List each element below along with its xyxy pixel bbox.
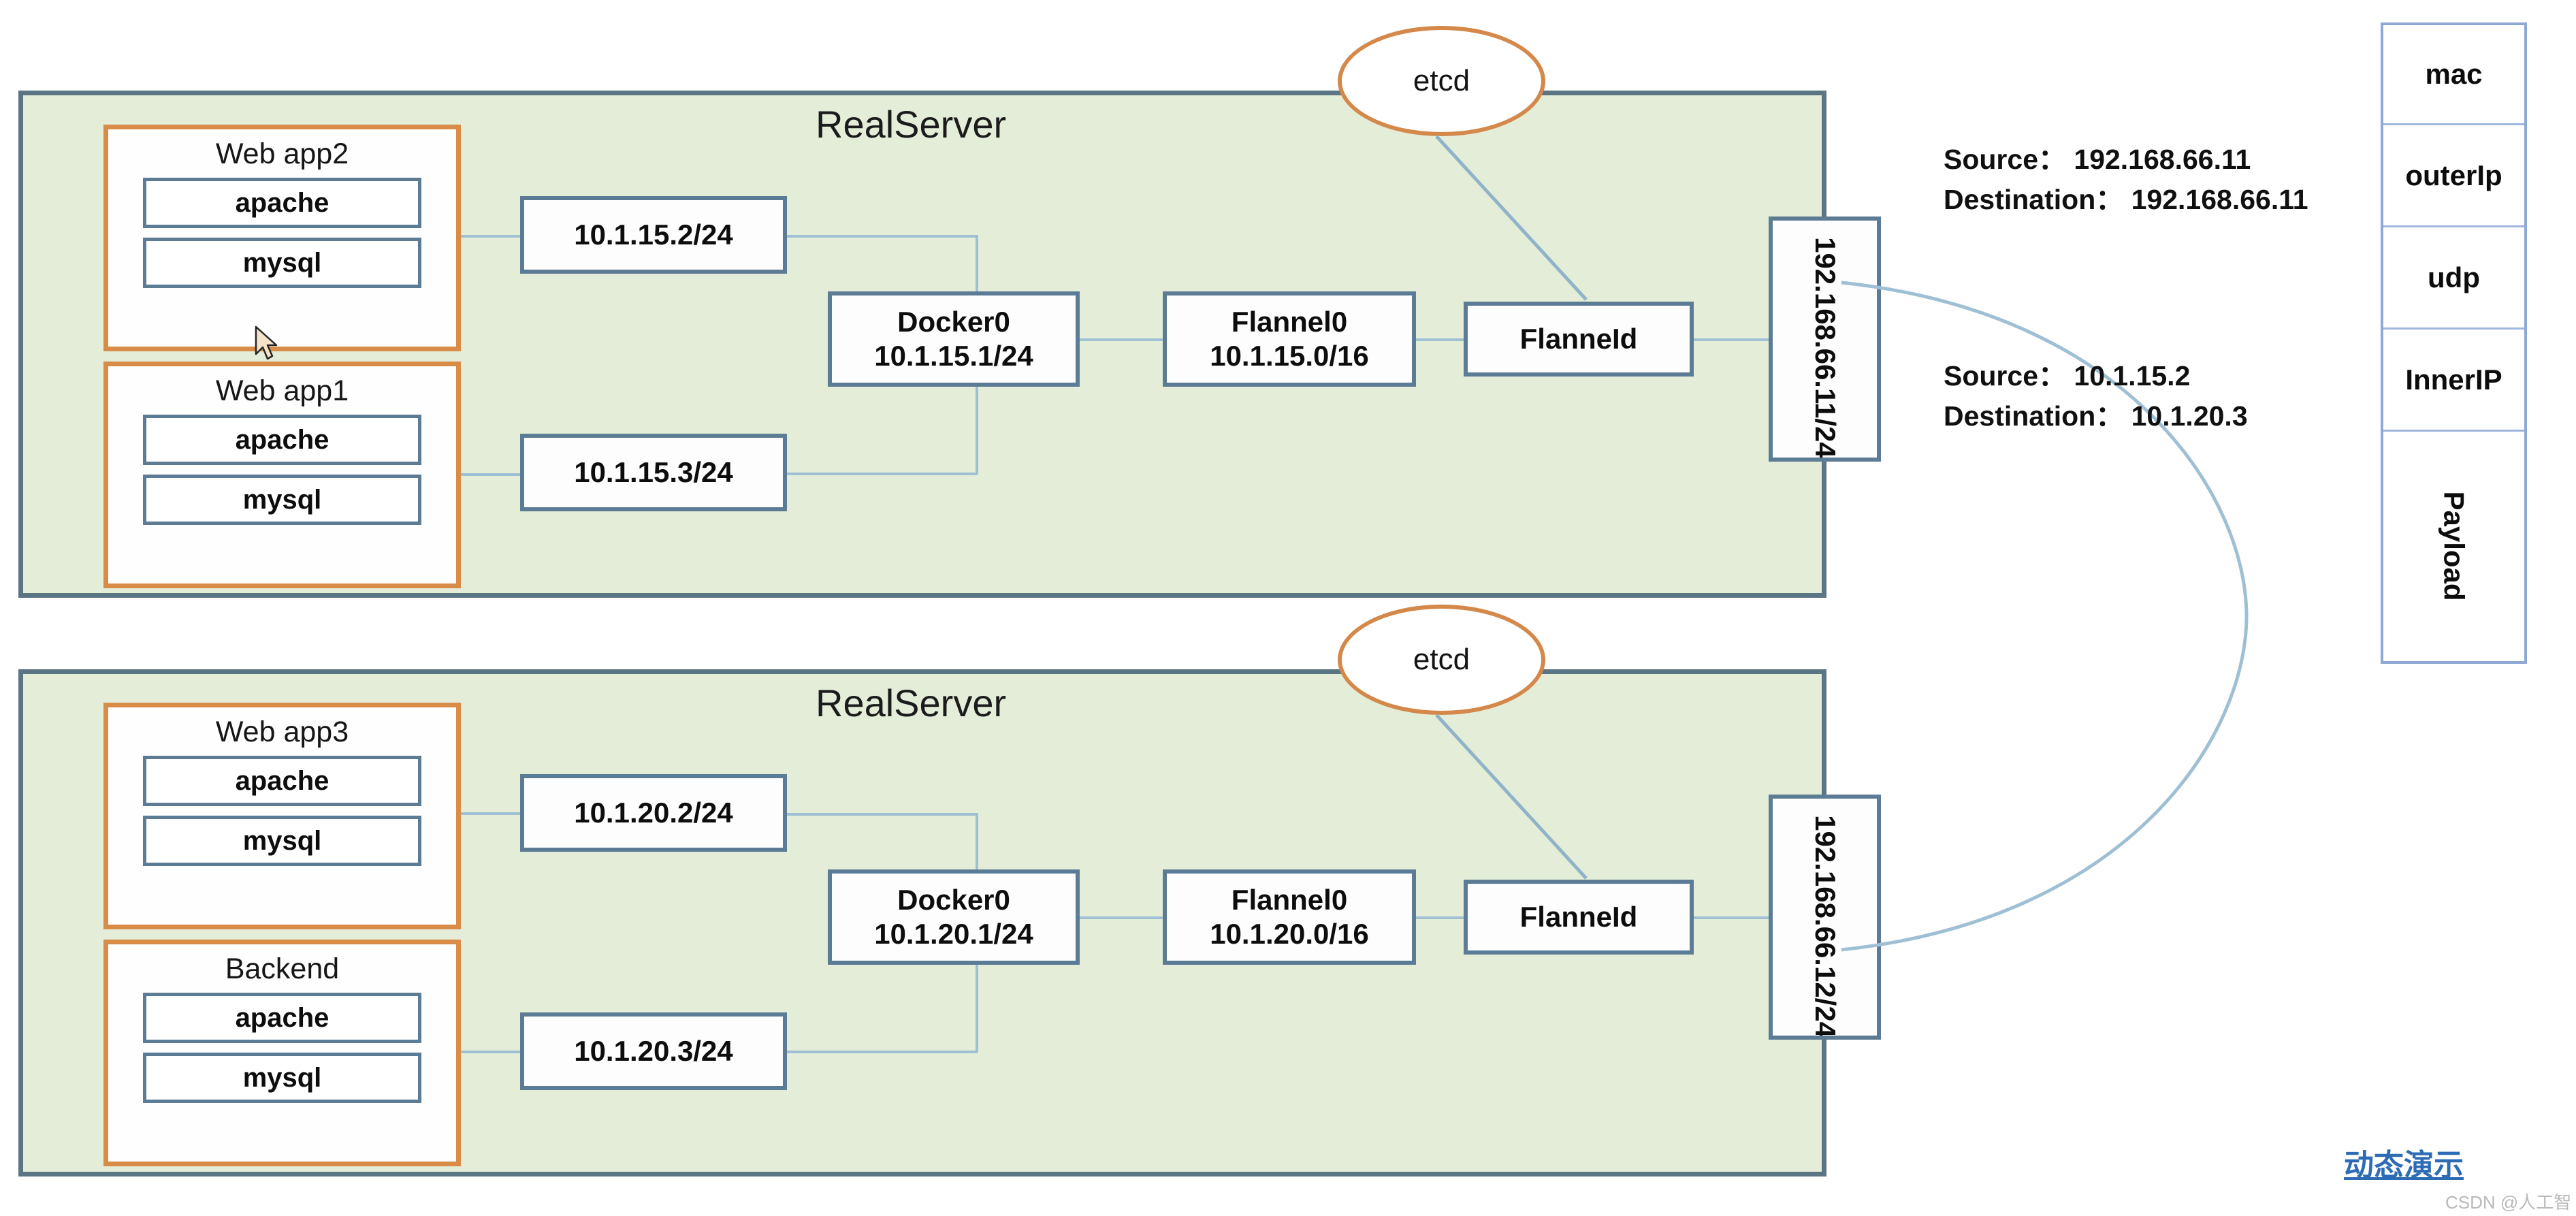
line-ip3-elbow-h: [787, 813, 978, 816]
container-ip-10-1-20-2[interactable]: 10.1.20.2/24: [520, 774, 787, 852]
line-pod1-to-ip: [460, 235, 520, 238]
pod-web-app2[interactable]: Web app2 apache mysql: [103, 125, 461, 351]
flannel0-name: Flannel0: [1231, 306, 1348, 338]
line-flannel0-to-flanneld-2: [1416, 916, 1464, 919]
flannel0-cidr: 10.1.20.0/16: [1210, 918, 1369, 950]
flannel0-interface-host-2[interactable]: Flannel0 10.1.20.0/16: [1163, 869, 1416, 965]
line-ip4-elbow-h: [787, 1051, 978, 1053]
etcd-node-host-1[interactable]: etcd: [1338, 26, 1545, 136]
host-ip-label: 192.168.66.12/24: [1809, 815, 1841, 1038]
pod-web-app1[interactable]: Web app1 apache mysql: [103, 362, 461, 588]
service-apache[interactable]: apache: [143, 993, 421, 1043]
pod-title: Backend: [225, 953, 340, 985]
annotation-inner-header: Source： 10.1.15.2 Destination： 10.1.20.3: [1944, 356, 2248, 437]
service-apache[interactable]: apache: [143, 415, 421, 465]
host-1-title: RealServer: [816, 103, 1007, 146]
annotation-source-line: Source： 192.168.66.11: [1944, 144, 2251, 175]
docker0-cidr: 10.1.15.1/24: [874, 340, 1033, 372]
line-pod2-to-ip: [460, 473, 520, 476]
csdn-watermark: CSDN @人工智: [2445, 1192, 2572, 1213]
pod-title: Web app3: [215, 716, 349, 748]
host-ip-192-168-66-12[interactable]: 192.168.66.12/24: [1769, 795, 1881, 1040]
line-docker0-to-flannel0: [1080, 338, 1163, 341]
container-ip-10-1-15-3[interactable]: 10.1.15.3/24: [520, 434, 787, 511]
flanneld-daemon-host-2[interactable]: FlanneId: [1464, 880, 1694, 955]
host-2-title: RealServer: [816, 682, 1007, 724]
service-mysql[interactable]: mysql: [143, 1053, 421, 1103]
packet-cell-payload: Payload: [2383, 432, 2524, 660]
line-ip1-elbow-v: [976, 235, 978, 293]
line-pod4-to-ip: [460, 1051, 520, 1053]
flannel0-interface-host-1[interactable]: Flannel0 10.1.15.0/16: [1163, 291, 1416, 387]
line-flanneld-to-hostip: [1694, 338, 1769, 341]
packet-cell-payload-label: Payload: [2438, 491, 2470, 601]
docker0-name: Docker0: [897, 884, 1010, 916]
flannel0-cidr: 10.1.15.0/16: [1210, 340, 1369, 372]
line-pod3-to-ip: [460, 812, 520, 815]
line-flanneld-to-hostip-2: [1694, 916, 1769, 919]
line-ip2-elbow-h: [787, 473, 978, 475]
line-ip3-elbow-v: [976, 813, 978, 871]
line-docker0-to-flannel0-2: [1080, 916, 1163, 919]
packet-cell-mac: mac: [2383, 25, 2524, 125]
line-ip1-elbow-h: [787, 235, 978, 238]
packet-cell-udp: udp: [2383, 227, 2524, 330]
packet-encapsulation-stack: mac outerIp udp InnerIP Payload: [2381, 22, 2527, 664]
annotation-source-line: Source： 10.1.15.2: [1944, 360, 2191, 391]
host-ip-label: 192.168.66.11/24: [1809, 237, 1841, 458]
flanneld-daemon-host-1[interactable]: FlanneId: [1464, 302, 1694, 377]
docker0-bridge-host-2[interactable]: Docker0 10.1.20.1/24: [828, 869, 1080, 965]
play-icon[interactable]: [2487, 1117, 2567, 1198]
packet-cell-innerip: InnerIP: [2383, 330, 2524, 432]
service-apache[interactable]: apache: [143, 756, 421, 806]
docker0-name: Docker0: [897, 306, 1010, 338]
container-ip-10-1-20-3[interactable]: 10.1.20.3/24: [520, 1012, 787, 1090]
pod-title: Web app2: [215, 138, 349, 170]
docker0-bridge-host-1[interactable]: Docker0 10.1.15.1/24: [828, 291, 1080, 387]
host-ip-192-168-66-11[interactable]: 192.168.66.11/24: [1769, 217, 1881, 462]
flannel0-name: Flannel0: [1231, 884, 1348, 916]
line-etcd-to-flanneld-host-1: [1435, 135, 1588, 301]
service-mysql[interactable]: mysql: [143, 816, 421, 866]
etcd-node-host-2[interactable]: etcd: [1338, 605, 1545, 715]
line-flannel0-to-flanneld: [1416, 338, 1464, 341]
udp-tunnel-arc: [1841, 281, 2249, 952]
docker0-cidr: 10.1.20.1/24: [874, 918, 1033, 950]
pod-web-app3[interactable]: Web app3 apache mysql: [103, 703, 461, 929]
pod-backend[interactable]: Backend apache mysql: [103, 940, 461, 1166]
packet-cell-outerip: outerIp: [2383, 125, 2524, 227]
annotation-outer-header: Source： 192.168.66.11 Destination： 192.1…: [1944, 140, 2308, 221]
line-etcd-to-flanneld-host-2: [1435, 714, 1588, 880]
line-ip4-elbow-v: [976, 963, 978, 1052]
line-ip2-elbow-v: [976, 385, 978, 474]
dynamic-demo-link[interactable]: 动态演示: [2344, 1149, 2464, 1182]
annotation-destination-line: Destination： 192.168.66.11: [1944, 184, 2308, 216]
service-mysql[interactable]: mysql: [143, 475, 421, 525]
service-apache[interactable]: apache: [143, 178, 421, 228]
container-ip-10-1-15-2[interactable]: 10.1.15.2/24: [520, 196, 787, 274]
annotation-destination-line: Destination： 10.1.20.3: [1944, 400, 2248, 432]
service-mysql[interactable]: mysql: [143, 238, 421, 288]
pod-title: Web app1: [215, 374, 349, 407]
